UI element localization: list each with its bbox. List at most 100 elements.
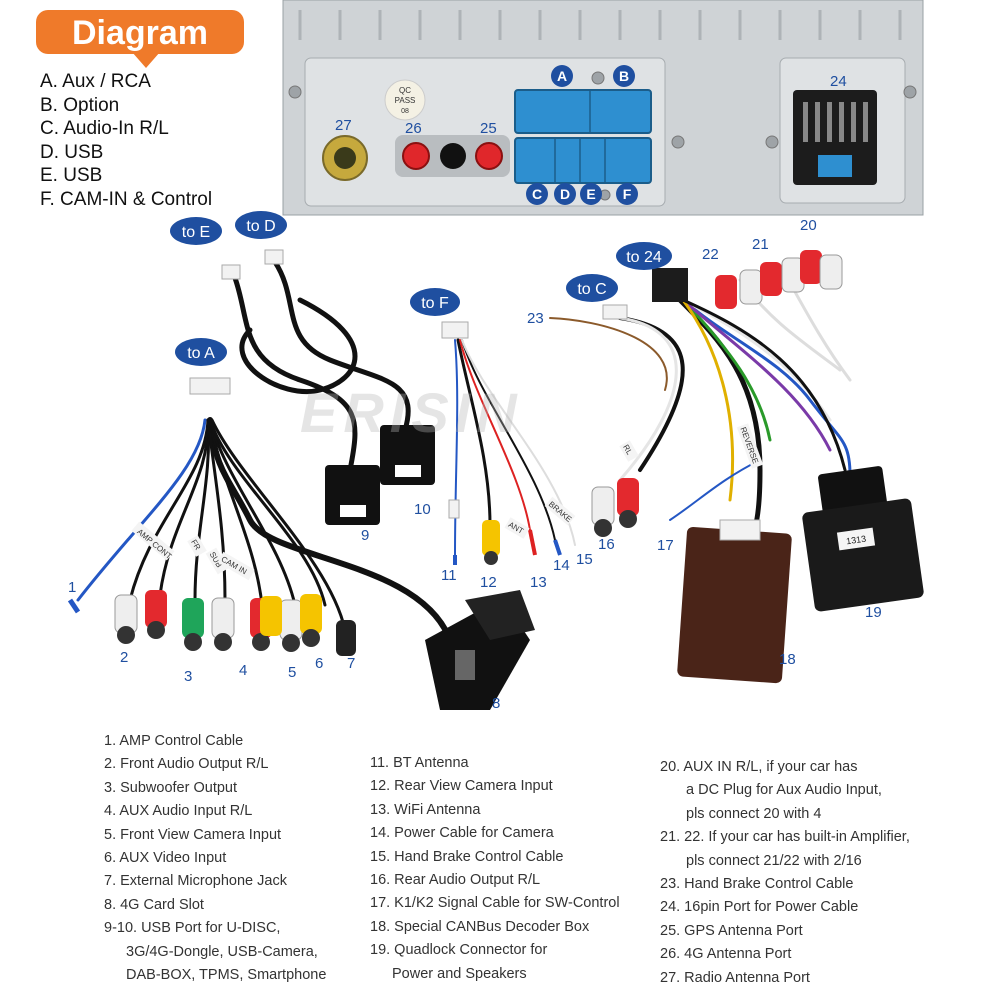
port-number-24: 24 xyxy=(830,73,847,90)
callout-to-24: to 24 xyxy=(626,249,662,266)
callout-to-c: to C xyxy=(577,281,606,298)
item-number-17: 17 xyxy=(657,537,674,554)
item-number-4: 4 xyxy=(239,662,247,679)
item-number-1: 1 xyxy=(68,579,76,596)
item-number-20: 20 xyxy=(800,217,817,234)
caption-line: 3. Subwoofer Output xyxy=(104,779,237,796)
port-number-26: 26 xyxy=(405,120,422,137)
port-number-25: 25 xyxy=(480,120,497,137)
item-number-6: 6 xyxy=(315,655,323,672)
caption-line: pls connect 20 with 4 xyxy=(686,805,822,822)
item-number-5: 5 xyxy=(288,664,296,681)
port-number-27: 27 xyxy=(335,117,352,134)
caption-line: 17. K1/K2 Signal Cable for SW-Control xyxy=(370,895,620,912)
caption-line: 23. Hand Brake Control Cable xyxy=(660,876,854,893)
caption-column-1: 1. AMP Control Cable 2. Front Audio Outp… xyxy=(104,730,326,987)
wiring-illustration: QC PASS 08 A B C D xyxy=(67,0,924,712)
caption-line: 19. Quadlock Connector for xyxy=(370,942,548,959)
port-legend-item: B. Option xyxy=(40,94,120,116)
tag-amp-cont: AMP CONT xyxy=(135,527,173,561)
harness-drawing: QC PASS 08 A B C D xyxy=(67,0,924,712)
item-number-2: 2 xyxy=(120,649,128,666)
port-letter-markers: A B C D E F xyxy=(526,65,638,205)
caption-line: 21. 22. If your car has built-in Amplifi… xyxy=(660,829,910,846)
port-legend-item: A. Aux / RCA xyxy=(40,71,151,92)
caption-line: a DC Plug for Aux Audio Input, xyxy=(686,782,882,799)
rca-plugs-aux-amp xyxy=(715,250,843,309)
caption-line: 18. Special CANBus Decoder Box xyxy=(370,918,590,935)
item-number-16: 16 xyxy=(598,536,615,553)
caption-line: 14. Power Cable for Camera xyxy=(370,825,554,842)
caption-line: 5. Front View Camera Input xyxy=(104,826,282,843)
item-number-23: 23 xyxy=(527,310,544,327)
item-number-3: 3 xyxy=(184,668,192,685)
cables xyxy=(76,259,852,643)
item-number-12: 12 xyxy=(480,574,497,591)
caption-line: 2. Front Audio Output R/L xyxy=(104,756,269,773)
port-letter-a: A xyxy=(557,68,567,84)
caption-line: pls connect 21/22 with 2/16 xyxy=(686,852,862,869)
caption-column-3: 20. AUX IN R/L, if your car has a DC Plu… xyxy=(660,756,910,990)
caption-line: 13. WiFi Antenna xyxy=(370,801,481,818)
diagram-title-badge: Diagram xyxy=(36,10,244,68)
item-number-15: 15 xyxy=(576,551,593,568)
caption-line: 27. Radio Antenna Port xyxy=(660,969,810,986)
item-number-9: 9 xyxy=(361,527,369,544)
item-number-11: 11 xyxy=(441,567,457,584)
caption-line: DAB-BOX, TPMS, Smartphone xyxy=(126,967,327,984)
caption-line: 12. Rear View Camera Input xyxy=(370,778,553,795)
port-letter-e: E xyxy=(586,186,595,202)
small-connectors xyxy=(189,268,688,395)
port-legend-item: D. USB xyxy=(40,141,104,163)
caption-line: 11. BT Antenna xyxy=(370,755,469,771)
caption-line: 8. 4G Card Slot xyxy=(104,896,204,913)
caption-line: Power and Speakers xyxy=(392,965,527,982)
usb-plugs xyxy=(221,249,435,525)
port-letter-f: F xyxy=(623,186,632,202)
connector-code: 1313 xyxy=(846,534,867,547)
item-number-13: 13 xyxy=(530,574,547,591)
caption-line: 7. External Microphone Jack xyxy=(104,873,287,890)
caption-line: 3G/4G-Dongle, USB-Camera, xyxy=(126,943,318,960)
caption-column-2: 11. BT Antenna 12. Rear View Camera Inpu… xyxy=(370,752,620,986)
port-letter-c: C xyxy=(532,186,542,202)
rca-plugs-front xyxy=(67,590,356,656)
port-letter-b: B xyxy=(619,68,629,84)
item-numbers: 1 2 3 4 5 6 7 8 9 10 11 12 13 14 15 16 1… xyxy=(68,217,882,712)
diagram-title: Diagram xyxy=(71,14,209,52)
caption-line: 1. AMP Control Cable xyxy=(104,733,244,749)
port-legend-item: F. CAM-IN & Control xyxy=(40,188,213,210)
port-number-labels: 27 26 25 24 xyxy=(335,73,847,137)
item-number-21: 21 xyxy=(752,236,769,253)
item-number-7: 7 xyxy=(347,655,355,672)
caption-line: 9-10. USB Port for U-DISC, xyxy=(104,920,281,937)
rca-plugs-rear xyxy=(591,478,639,537)
quadlock-connector: 1313 xyxy=(802,466,924,612)
item-number-22: 22 xyxy=(702,246,719,263)
canbus-decoder-box xyxy=(677,519,792,684)
caption-line: 26. 4G Antenna Port xyxy=(660,946,792,963)
watermark: ERISIN xyxy=(300,381,523,444)
callouts: to E to D to F to C to 24 to A xyxy=(170,211,672,366)
caption-line: 25. GPS Antenna Port xyxy=(660,922,803,939)
item-number-8: 8 xyxy=(492,695,500,712)
callout-to-a: to A xyxy=(187,345,215,362)
item-number-10: 10 xyxy=(414,501,431,518)
item-number-19: 19 xyxy=(865,604,882,621)
4g-card-slot xyxy=(425,590,535,710)
caption-line: 4. AUX Audio Input R/L xyxy=(104,803,253,820)
qc-label: QC xyxy=(399,86,411,95)
item-number-18: 18 xyxy=(779,651,796,668)
port-legend: A. Aux / RCA B. Option C. Audio-In R/L D… xyxy=(40,70,212,211)
head-unit-back-panel: QC PASS 08 xyxy=(282,0,924,216)
callout-to-d: to D xyxy=(246,218,275,235)
port-legend-item: E. USB xyxy=(40,165,103,186)
caption-line: 24. 16pin Port for Power Cable xyxy=(660,899,859,916)
port-legend-item: C. Audio-In R/L xyxy=(40,118,169,139)
callout-to-f: to F xyxy=(421,295,449,312)
caption-line: 20. AUX IN R/L, if your car has xyxy=(660,759,858,775)
caption-line: 16. Rear Audio Output R/L xyxy=(370,872,541,889)
pass-label: PASS xyxy=(395,96,416,105)
caption-line: 15. Hand Brake Control Cable xyxy=(370,848,564,865)
item-number-14: 14 xyxy=(553,557,570,574)
